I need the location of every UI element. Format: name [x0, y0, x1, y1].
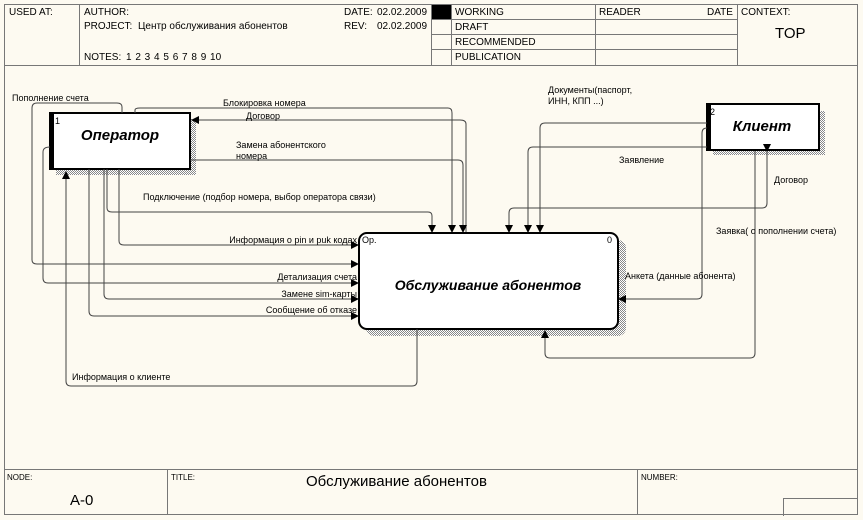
reader-date-label: DATE	[707, 7, 733, 18]
arrow-dogovor-client	[505, 144, 771, 233]
number-box	[783, 498, 858, 516]
label-blokirovka: Блокировка номера	[223, 98, 306, 108]
label-zamena-nomera-2: номера	[236, 151, 267, 161]
label-dogovor-client: Договор	[774, 175, 808, 185]
operator-box-number: 1	[55, 116, 60, 126]
label-dogovor-operator: Договор	[246, 111, 280, 121]
arrow-dogovor-operator	[191, 116, 467, 232]
label-info-client: Информация о клиенте	[72, 372, 170, 382]
used-at-label: USED AT:	[9, 7, 53, 18]
label-dokumenty-1: Документы(паспорт,	[548, 85, 632, 95]
idef0-diagram: 1 Оператор 2 Клиент Op. 0 Обслуживание а…	[12, 85, 836, 387]
status-working: WORKING	[455, 7, 504, 18]
reader-label: READER	[599, 7, 641, 18]
label-zamena-sim: Замене sim-карты	[281, 289, 357, 299]
label-pin-puk: Информация о pin и puk кодах	[229, 235, 357, 245]
main-box-number: 0	[607, 235, 612, 245]
project-value: Центр обслуживания абонентов	[138, 21, 288, 32]
main-box-title: Обслуживание абонентов	[395, 277, 582, 293]
label-detalizaciya: Детализация счета	[277, 272, 357, 282]
label-anketa: Анкета (данные абонента)	[625, 271, 736, 281]
idef0-header: USED AT: AUTHOR: PROJECT: Центр обслужив…	[4, 4, 858, 66]
arrow-detalizaciya	[42, 146, 359, 287]
context-label: CONTEXT:	[741, 7, 791, 18]
node-value: A-0	[70, 492, 94, 509]
operator-box-title: Оператор	[81, 127, 159, 144]
context-value: TOP	[775, 25, 806, 42]
arrow-zayavlenie	[524, 146, 707, 233]
notes-value: 1 2 3 4 5 6 7 8 9 10	[126, 52, 222, 63]
arrow-anketa	[618, 127, 708, 303]
arrow-info-client	[62, 171, 418, 387]
notes-label: NOTES:	[84, 52, 122, 63]
status-publication: PUBLICATION	[455, 52, 521, 63]
node-label: NODE:	[7, 473, 33, 482]
arrow-pin-puk	[118, 169, 359, 249]
rev-label: REV:	[344, 21, 367, 32]
operator-box[interactable]: 1 Оператор	[49, 112, 196, 175]
main-box-corner-note: Op.	[362, 235, 377, 245]
main-activity-box[interactable]: Op. 0 Обслуживание абонентов	[358, 232, 626, 336]
label-zayavlenie: Заявление	[619, 155, 664, 165]
status-recommended: RECOMMENDED	[455, 37, 536, 48]
arrow-zayavka	[541, 151, 756, 359]
footer-title: Обслуживание абонентов	[306, 473, 487, 490]
label-podklyuchenie: Подключение (подбор номера, выбор операт…	[143, 192, 376, 202]
arrow-zamena-sim	[103, 169, 359, 303]
label-zayavka: Заявка( о пополнении счета)	[716, 226, 836, 236]
title-label: TITLE:	[171, 473, 196, 482]
label-dokumenty-2: ИНН, КПП ...)	[548, 96, 604, 106]
arrow-podklyuchenie	[106, 169, 436, 233]
label-popolnenie: Пополнение счета	[12, 93, 89, 103]
working-status-marker	[432, 5, 451, 19]
date-value: 02.02.2009	[377, 7, 428, 18]
label-zamena-nomera-1: Замена абонентского	[236, 140, 326, 150]
client-box[interactable]: 2 Клиент	[706, 103, 825, 155]
label-otkaz: Сообщение об отказе	[266, 305, 357, 315]
date-label: DATE:	[344, 7, 373, 18]
arrow-popolnenie	[31, 102, 359, 268]
author-label: AUTHOR:	[84, 7, 129, 18]
client-box-number: 2	[710, 107, 715, 117]
client-box-title: Клиент	[733, 118, 791, 135]
arrow-blokirovka	[134, 107, 456, 233]
rev-value: 02.02.2009	[377, 21, 428, 32]
status-draft: DRAFT	[455, 22, 489, 33]
arrow-otkaz	[88, 169, 359, 320]
arrow-zamena-nomera	[190, 159, 467, 233]
project-label: PROJECT:	[84, 21, 133, 32]
arrow-dokumenty	[536, 122, 707, 233]
idef0-footer: NODE: A-0 TITLE: Обслуживание абонентов …	[4, 469, 858, 516]
number-label: NUMBER:	[641, 473, 678, 482]
